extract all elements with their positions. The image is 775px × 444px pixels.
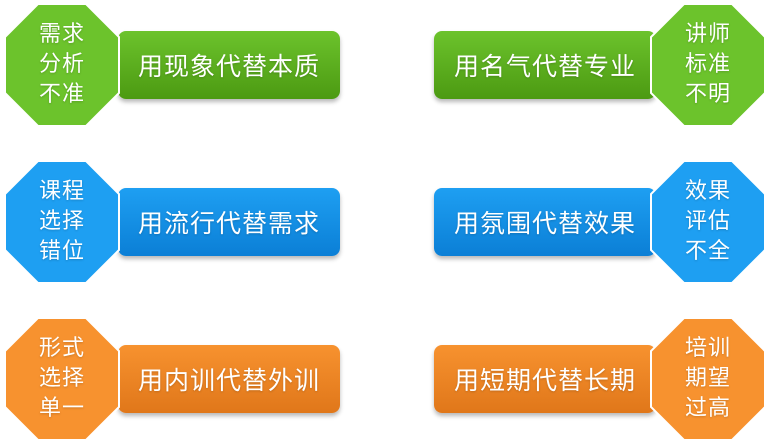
label-bar-6: 用短期代替长期 (434, 345, 656, 413)
label-bar-1: 用现象代替本质 (118, 31, 340, 99)
label-text-5: 用内训代替外训 (137, 366, 320, 395)
badge-line-1: 讲师 (684, 22, 731, 47)
label-bar-3: 用流行代替需求 (118, 188, 340, 256)
badge-line-3: 错位 (38, 239, 85, 264)
octagon-badge-6: 培训 期望 过高 (650, 317, 766, 441)
octagon-badge-3: 课程 选择 错位 (4, 160, 120, 284)
badge-line-2: 选择 (38, 366, 85, 391)
badge-line-1: 形式 (38, 336, 85, 361)
label-text-3: 用流行代替需求 (137, 209, 320, 238)
badge-line-2: 评估 (684, 209, 731, 234)
badge-line-2: 分析 (38, 52, 85, 77)
badge-line-2: 标准 (684, 52, 731, 77)
label-text-1: 用现象代替本质 (137, 52, 320, 81)
octagon-badge-1: 需求 分析 不准 (4, 3, 120, 127)
badge-line-1: 课程 (38, 179, 85, 204)
badge-line-1: 需求 (38, 22, 85, 47)
item-3: 用流行代替需求 课程 选择 错位 (0, 160, 387, 284)
badge-line-1: 培训 (684, 336, 731, 361)
item-6: 用短期代替长期 培训 期望 过高 (388, 317, 775, 441)
badge-line-3: 单一 (38, 396, 85, 421)
octagon-badge-2: 讲师 标准 不明 (650, 3, 766, 127)
item-2: 用名气代替专业 讲师 标准 不明 (388, 3, 775, 127)
octagon-badge-4: 效果 评估 不全 (650, 160, 766, 284)
badge-line-3: 不准 (38, 82, 85, 107)
item-5: 用内训代替外训 形式 选择 单一 (0, 317, 387, 441)
item-1: 用现象代替本质 需求 分析 不准 (0, 3, 387, 127)
label-text-4: 用氛围代替效果 (453, 209, 636, 238)
badge-line-3: 不全 (684, 239, 731, 264)
badge-line-1: 效果 (684, 179, 731, 204)
badge-line-2: 期望 (684, 366, 731, 391)
badge-line-3: 不明 (684, 82, 731, 107)
octagon-badge-5: 形式 选择 单一 (4, 317, 120, 441)
label-text-2: 用名气代替专业 (453, 52, 636, 81)
item-4: 用氛围代替效果 效果 评估 不全 (388, 160, 775, 284)
label-bar-4: 用氛围代替效果 (434, 188, 656, 256)
label-bar-5: 用内训代替外训 (118, 345, 340, 413)
badge-line-3: 过高 (684, 396, 731, 421)
label-text-6: 用短期代替长期 (453, 366, 636, 395)
label-bar-2: 用名气代替专业 (434, 31, 656, 99)
badge-line-2: 选择 (38, 209, 85, 234)
